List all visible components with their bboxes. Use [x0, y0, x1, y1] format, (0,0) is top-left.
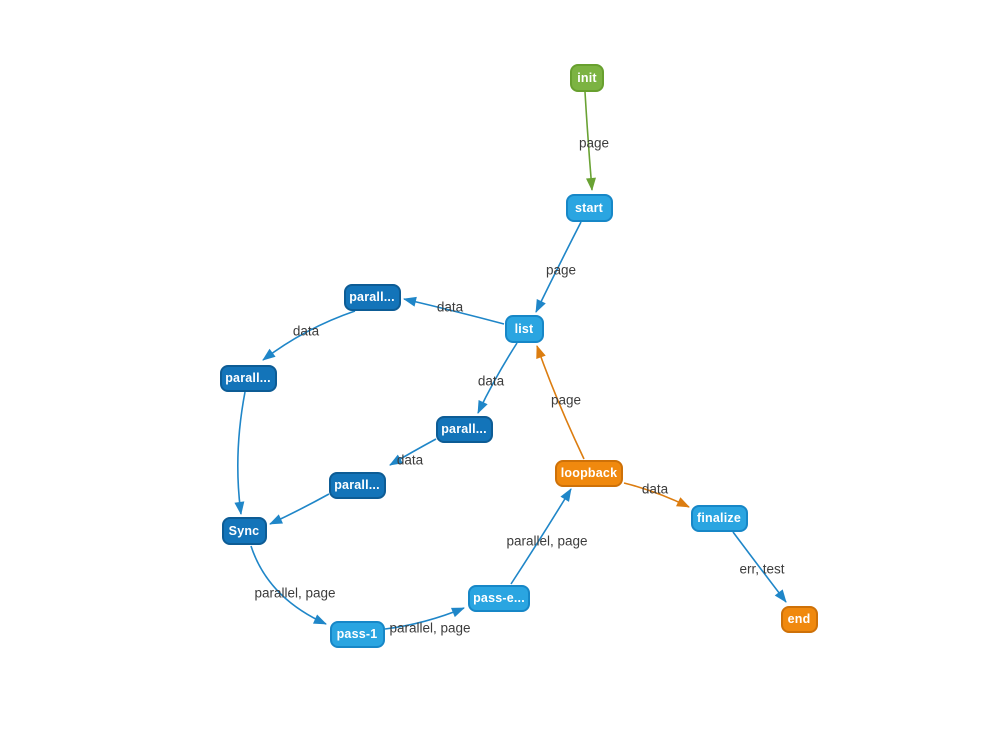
- edge-init-start[interactable]: [584, 91, 596, 191]
- node-parallel-3[interactable]: parall...: [435, 415, 493, 443]
- node-sync[interactable]: Sync: [221, 517, 267, 545]
- edge-label-pass-e-loopback: parallel, page: [506, 534, 587, 549]
- edge-parallel-4-sync[interactable]: [269, 493, 330, 525]
- node-parallel-2[interactable]: parall...: [219, 364, 277, 392]
- node-init[interactable]: init: [570, 64, 604, 92]
- edge-sync-pass-1[interactable]: [250, 545, 327, 625]
- edge-label-loopback-finalize: data: [642, 482, 669, 497]
- edge-label-parallel-3-parallel-4: data: [397, 453, 424, 468]
- edge-loopback-finalize[interactable]: [623, 482, 690, 508]
- edge-label-list-parallel-1: data: [437, 300, 464, 315]
- node-loopback[interactable]: loopback: [555, 459, 623, 487]
- edge-label-init-start: page: [579, 136, 609, 151]
- node-parallel-4[interactable]: parall...: [328, 471, 386, 499]
- edge-start-list[interactable]: [535, 221, 582, 313]
- edge-label-loopback-list: page: [551, 393, 581, 408]
- edge-loopback-list[interactable]: [536, 345, 585, 460]
- node-list[interactable]: list: [504, 315, 544, 343]
- node-parallel-1[interactable]: parall...: [343, 283, 401, 311]
- node-pass-1[interactable]: pass-1: [329, 620, 385, 648]
- node-finalize[interactable]: finalize: [690, 504, 748, 532]
- edge-list-parallel-1[interactable]: [403, 296, 505, 325]
- edge-finalize-end[interactable]: [732, 531, 787, 603]
- edge-list-parallel-3[interactable]: [477, 342, 518, 414]
- edge-label-start-list: page: [546, 263, 576, 278]
- edge-pass-1-pass-e[interactable]: [384, 607, 465, 630]
- edge-parallel-1-parallel-2[interactable]: [262, 310, 356, 361]
- edge-pass-e-loopback[interactable]: [510, 488, 572, 585]
- edge-label-list-parallel-3: data: [478, 374, 505, 389]
- edge-label-finalize-end: err, test: [739, 562, 784, 577]
- edge-parallel-2-sync[interactable]: [234, 391, 246, 515]
- node-start[interactable]: start: [565, 194, 613, 222]
- node-pass-e[interactable]: pass-e...: [468, 584, 530, 612]
- node-end[interactable]: end: [780, 605, 818, 633]
- edge-label-sync-pass-1: parallel, page: [254, 586, 335, 601]
- edge-label-pass-1-pass-e: parallel, page: [389, 621, 470, 636]
- edge-parallel-3-parallel-4[interactable]: [389, 438, 437, 466]
- edge-label-parallel-1-parallel-2: data: [293, 324, 320, 339]
